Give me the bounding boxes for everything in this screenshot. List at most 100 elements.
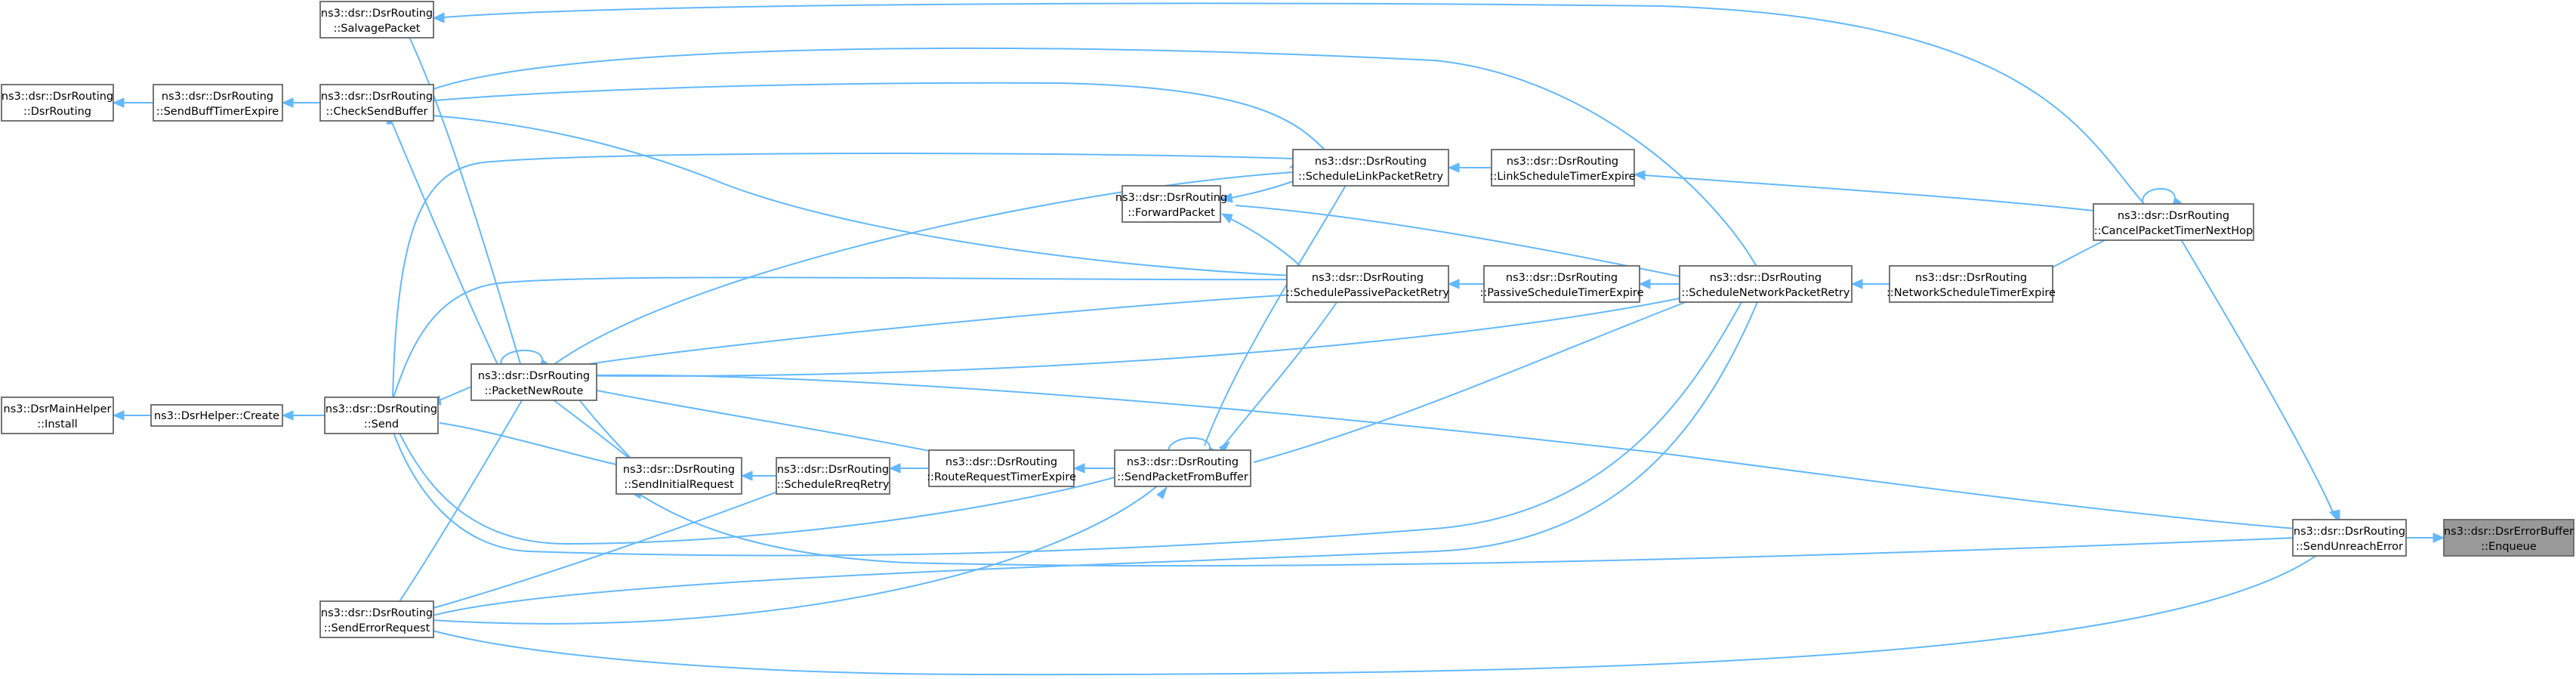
node-networkscheduletimerexpire-line2: ::NetworkScheduleTimerExpire bbox=[1886, 287, 2056, 299]
edge-schedulepassivepacketretry-to-forwardpacket bbox=[1230, 218, 1307, 273]
edge-schedulepassivepacketretry-to-send bbox=[392, 276, 1294, 401]
edge-schedulelinkpacketretry-to-checksendbuffer bbox=[392, 82, 1330, 156]
node-senderrorrequest-line1: ns3::dsr::DsrRouting bbox=[321, 607, 433, 619]
node-passivescheduletimerexpire[interactable]: ns3::dsr::DsrRouting ::PassiveScheduleTi… bbox=[1479, 265, 1644, 303]
node-passivescheduletimerexpire-line1: ns3::dsr::DsrRouting bbox=[1506, 272, 1618, 284]
node-checksendbuffer-line2: ::CheckSendBuffer bbox=[326, 106, 428, 118]
node-sendbufftimerexpire[interactable]: ns3::dsr::DsrRouting ::SendBuffTimerExpi… bbox=[153, 84, 283, 122]
node-salvagepacket-line1: ns3::dsr::DsrRouting bbox=[321, 8, 433, 20]
edge-cancelpackettimernexthop-to-sendunreacherror bbox=[2178, 235, 2334, 514]
node-sendpacketfrombuffer[interactable]: ns3::dsr::DsrRouting ::SendPacketFromBuf… bbox=[1114, 449, 1251, 487]
node-forwardpacket-line1: ns3::dsr::DsrRouting bbox=[1115, 192, 1227, 204]
edge-schedulenetworkpacketretry-to-sendpacketfrombuffer bbox=[1253, 296, 1700, 463]
node-routerequesttimerexpire[interactable]: ns3::dsr::DsrRouting ::RouteRequestTimer… bbox=[927, 449, 1076, 487]
node-cancelpackettimernexthop-line2: ::CancelPacketTimerNextHop bbox=[2094, 225, 2254, 237]
node-schedulenetworkpacketretry-line1: ns3::dsr::DsrRouting bbox=[1710, 272, 1822, 284]
node-dsrrouting-ctor-line2: ::DsrRouting bbox=[23, 106, 91, 118]
edge-packetnewroute-self bbox=[500, 349, 543, 367]
node-networkscheduletimerexpire[interactable]: ns3::dsr::DsrRouting ::NetworkScheduleTi… bbox=[1886, 265, 2056, 303]
node-send-line1: ns3::dsr::DsrRouting bbox=[325, 403, 437, 415]
edge-schedulepassivepacketretry-to-checksendbuffer bbox=[392, 113, 1294, 276]
node-sendunreacherror[interactable]: ns3::dsr::DsrRouting ::SendUnreachError bbox=[2292, 519, 2407, 557]
nodes: ns3::dsr::DsrRouting ::DsrRouting ns3::D… bbox=[1, 1, 2574, 638]
node-schedulelinkpacketretry-line1: ns3::dsr::DsrRouting bbox=[1315, 156, 1427, 168]
node-helper-create[interactable]: ns3::DsrHelper::Create bbox=[150, 404, 283, 427]
node-networkscheduletimerexpire-line1: ns3::dsr::DsrRouting bbox=[1915, 272, 2027, 284]
edge-schedulenetworkpacketretry-to-checksendbuffer bbox=[419, 47, 1760, 273]
node-senderrorrequest-line2: ::SendErrorRequest bbox=[324, 622, 430, 634]
edge-cancelpackettimernexthop-to-salvagepacket bbox=[443, 2, 2146, 205]
edge-schedulenetworkpacketretry-to-forwardpacket bbox=[1235, 205, 1680, 277]
node-dsrrouting-ctor[interactable]: ns3::dsr::DsrRouting ::DsrRouting bbox=[1, 84, 114, 122]
node-sendpacketfrombuffer-line2: ::SendPacketFromBuffer bbox=[1117, 471, 1248, 483]
node-errorbuffer-enqueue-line1: ns3::dsr::DsrErrorBuffer bbox=[2444, 526, 2574, 538]
node-sendinitialrequest-line2: ::SendInitialRequest bbox=[624, 479, 734, 491]
node-errorbuffer-enqueue[interactable]: ns3::dsr::DsrErrorBuffer ::Enqueue bbox=[2443, 519, 2574, 557]
edge-schedulepassivepacketretry-to-sendpacketfrombuffer bbox=[1223, 296, 1341, 446]
edge-cancelpackettimernexthop-to-linkscheduletimerexpire bbox=[1644, 174, 2094, 211]
node-schedulereqretry[interactable]: ns3::dsr::DsrRouting ::ScheduleRreqRetry bbox=[776, 457, 890, 495]
edge-sendunreacherror-to-packetnewroute bbox=[551, 374, 2297, 529]
edge-schedulenetworkpacketretry-to-send bbox=[392, 296, 1745, 557]
edge-sendinitialrequest-to-send bbox=[439, 422, 617, 465]
node-mainhelper-install[interactable]: ns3::DsrMainHelper ::Install bbox=[1, 397, 114, 434]
edge-sendunreacherror-to-sendinitialrequest bbox=[634, 490, 2297, 567]
edge-schedulelinkpacketretry-to-packetnewroute bbox=[551, 171, 1294, 367]
edge-schedulereqretry-to-senderrorrequest bbox=[419, 488, 786, 613]
node-sendunreacherror-line1: ns3::dsr::DsrRouting bbox=[2294, 526, 2405, 538]
edge-schedulepassivepacketretry-to-packetnewroute bbox=[551, 294, 1294, 371]
node-dsrrouting-ctor-line1: ns3::dsr::DsrRouting bbox=[2, 91, 113, 103]
node-linkscheduletimerexpire-line1: ns3::dsr::DsrRouting bbox=[1507, 156, 1618, 168]
node-schedulepassivepacketretry-line1: ns3::dsr::DsrRouting bbox=[1312, 272, 1424, 284]
node-linkscheduletimerexpire-line2: ::LinkScheduleTimerExpire bbox=[1489, 171, 1635, 183]
edge-schedulenetworkpacketretry-to-senderrorrequest bbox=[419, 296, 1760, 620]
edge-cancelpackettimernexthop-self bbox=[2142, 187, 2176, 205]
edge-sendpacketfrombuffer-to-send bbox=[396, 426, 1115, 545]
node-schedulelinkpacketretry[interactable]: ns3::dsr::DsrRouting ::ScheduleLinkPacke… bbox=[1292, 149, 1449, 187]
edge-schedulenetworkpacketretry-to-packetnewroute bbox=[551, 298, 1680, 377]
edge-packetnewroute-to-sendinitialrequest bbox=[573, 392, 635, 463]
node-mainhelper-install-line1: ns3::DsrMainHelper bbox=[4, 403, 112, 415]
arrowheads bbox=[112, 12, 2445, 625]
edge-sendinitialrequest-to-packetnewroute bbox=[543, 392, 635, 463]
node-sendpacketfrombuffer-line1: ns3::dsr::DsrRouting bbox=[1127, 456, 1239, 468]
node-schedulepassivepacketretry[interactable]: ns3::dsr::DsrRouting ::SchedulePassivePa… bbox=[1286, 265, 1449, 303]
edge-schedulelinkpacketretry-to-send bbox=[392, 153, 1294, 401]
edge-packetnewroute-to-checksendbuffer bbox=[389, 116, 499, 367]
edge-sendpacketfrombuffer-self bbox=[1168, 437, 1211, 455]
edges bbox=[124, 2, 2433, 676]
node-forwardpacket-line2: ::ForwardPacket bbox=[1128, 207, 1215, 219]
edge-sendpacketfrombuffer-to-senderrorrequest bbox=[419, 480, 1164, 625]
node-send[interactable]: ns3::dsr::DsrRouting ::Send bbox=[324, 397, 439, 434]
node-cancelpackettimernexthop-line1: ns3::dsr::DsrRouting bbox=[2118, 210, 2229, 222]
node-salvagepacket-line2: ::SalvagePacket bbox=[334, 23, 421, 35]
node-send-line2: ::Send bbox=[364, 418, 399, 431]
node-linkscheduletimerexpire[interactable]: ns3::dsr::DsrRouting ::LinkScheduleTimer… bbox=[1489, 149, 1636, 187]
node-sendunreacherror-line2: ::SendUnreachError bbox=[2296, 541, 2403, 553]
node-helper-create-line1: ns3::DsrHelper::Create bbox=[154, 410, 279, 422]
node-packetnewroute-line1: ns3::dsr::DsrRouting bbox=[478, 370, 590, 382]
edge-packetnewroute-to-salvagepacket bbox=[407, 33, 522, 367]
node-schedulelinkpacketretry-line2: ::ScheduleLinkPacketRetry bbox=[1298, 171, 1444, 183]
node-senderrorrequest[interactable]: ns3::dsr::DsrRouting ::SendErrorRequest bbox=[319, 600, 434, 638]
node-schedulenetworkpacketretry[interactable]: ns3::dsr::DsrRouting ::ScheduleNetworkPa… bbox=[1679, 265, 1853, 303]
edge-sendunreacherror-to-senderrorrequest bbox=[419, 551, 2323, 676]
node-forwardpacket[interactable]: ns3::dsr::DsrRouting ::ForwardPacket bbox=[1115, 185, 1227, 223]
edge-schedulelinkpacketretry-to-sendpacketfrombuffer bbox=[1204, 181, 1349, 446]
node-passivescheduletimerexpire-line2: ::PassiveScheduleTimerExpire bbox=[1479, 287, 1643, 299]
edge-schedulelinkpacketretry-to-forwardpacket bbox=[1230, 181, 1294, 199]
node-routerequesttimerexpire-line1: ns3::dsr::DsrRouting bbox=[946, 456, 1057, 468]
edge-packetnewroute-to-send bbox=[439, 386, 472, 401]
node-cancelpackettimernexthop[interactable]: ns3::dsr::DsrRouting ::CancelPacketTimer… bbox=[2093, 203, 2254, 241]
edge-routerequesttimerexpire-to-packetnewroute bbox=[551, 381, 952, 456]
node-checksendbuffer[interactable]: ns3::dsr::DsrRouting ::CheckSendBuffer bbox=[319, 84, 434, 122]
node-routerequesttimerexpire-line2: ::RouteRequestTimerExpire bbox=[927, 471, 1076, 483]
node-packetnewroute-line2: ::PacketNewRoute bbox=[485, 385, 584, 397]
node-packetnewroute[interactable]: ns3::dsr::DsrRouting ::PacketNewRoute bbox=[470, 363, 597, 401]
node-mainhelper-install-line2: ::Install bbox=[37, 418, 77, 431]
node-salvagepacket[interactable]: ns3::dsr::DsrRouting ::SalvagePacket bbox=[319, 1, 434, 39]
edge-packetnewroute-to-senderrorrequest bbox=[392, 388, 529, 613]
node-schedulepassivepacketretry-line2: ::SchedulePassivePacketRetry bbox=[1286, 287, 1449, 299]
node-sendinitialrequest[interactable]: ns3::dsr::DsrRouting ::SendInitialReques… bbox=[615, 457, 742, 495]
